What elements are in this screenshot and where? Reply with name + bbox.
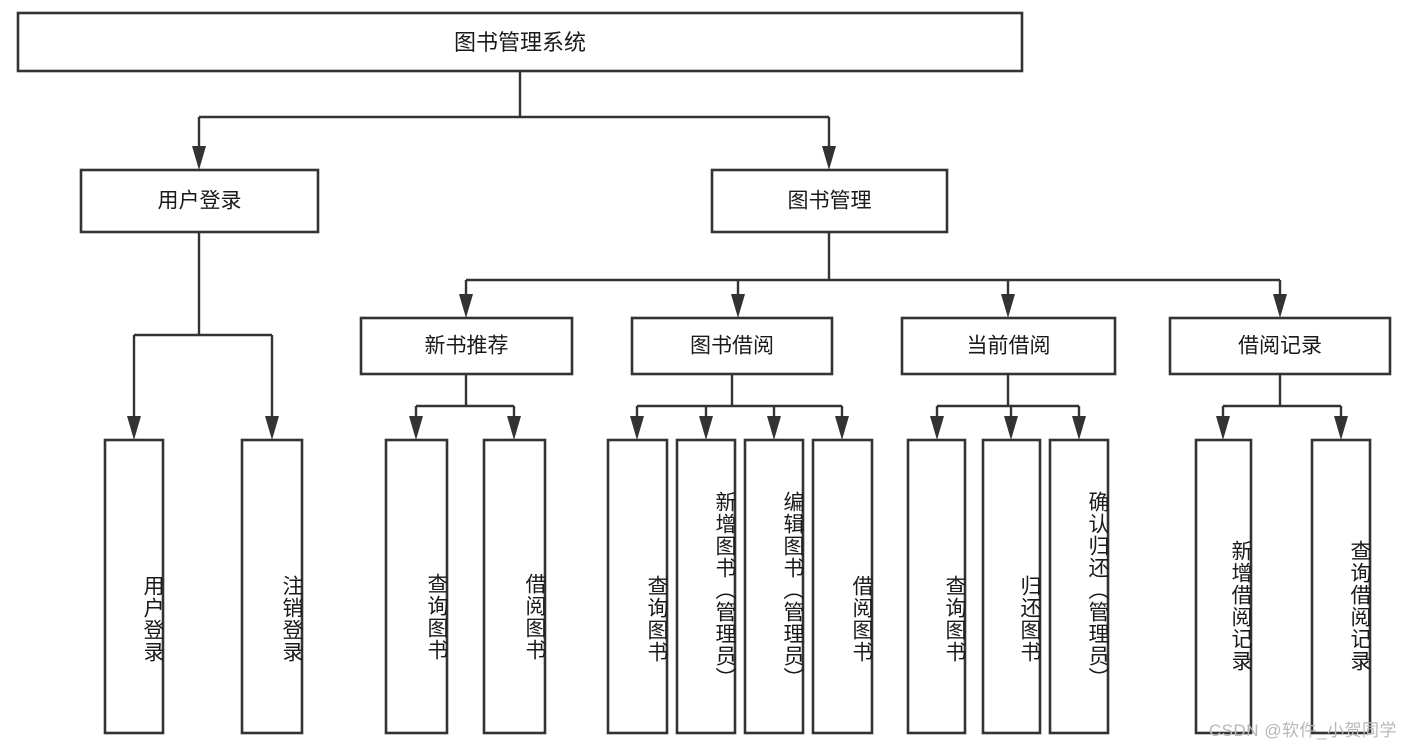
new-book-recommend-label: 新书推荐 — [425, 335, 509, 358]
book-management-box[interactable] — [710, 168, 949, 234]
connector-book-borrow-to-leaves — [630, 374, 849, 440]
leaf-box-confirm-return-admin[interactable] — [1048, 438, 1110, 735]
arrow-head-new-book-recommend — [459, 294, 473, 318]
arrow-head-confirm-return-admin — [1072, 416, 1086, 440]
leaf-box-return-book[interactable] — [981, 438, 1042, 735]
leaf-box-add-book-admin[interactable] — [675, 438, 737, 735]
connector-new-book-recommend-to-leaves — [409, 374, 521, 440]
new-book-recommend-box[interactable] — [359, 316, 574, 376]
leaf-box-edit-book-admin[interactable] — [743, 438, 805, 735]
arrow-head-add-borrow-record — [1216, 416, 1230, 440]
arrow-head-query-borrow-record — [1334, 416, 1348, 440]
arrow-head-book-borrow — [731, 294, 745, 318]
arrow-head-return-book — [1004, 416, 1018, 440]
arrow-head-current-borrow — [1001, 294, 1015, 318]
connector-root-to-level2 — [192, 71, 836, 170]
connector-borrow-records-to-leaves — [1216, 374, 1348, 440]
node-borrow-records[interactable]: 借阅记录 — [1168, 316, 1392, 376]
arrow-head-query-book-3 — [930, 416, 944, 440]
leaf-boxes-group — [103, 438, 1372, 735]
node-current-borrow[interactable]: 当前借阅 — [900, 316, 1117, 376]
arrow-head-query-book-1 — [409, 416, 423, 440]
arrow-head-add-book-admin — [699, 416, 713, 440]
leaf-box-borrow-book-2[interactable] — [811, 438, 874, 735]
arrow-head-user-login — [192, 146, 206, 170]
arrow-head-borrow-book-1 — [507, 416, 521, 440]
node-book-management[interactable]: 图书管理 — [710, 168, 949, 234]
arrow-head-query-book-2 — [630, 416, 644, 440]
arrow-head-user-login-leaf — [127, 416, 141, 440]
book-borrow-box[interactable] — [630, 316, 834, 376]
current-borrow-label: 当前借阅 — [967, 335, 1051, 358]
current-borrow-box[interactable] — [900, 316, 1117, 376]
leaf-box-user-logout-leaf[interactable] — [240, 438, 304, 735]
leaf-box-query-book-1[interactable] — [384, 438, 449, 735]
connector-user-login-to-leaves — [127, 232, 279, 440]
connector-book-management-to-level3 — [459, 232, 1287, 318]
arrow-head-borrow-records — [1273, 294, 1287, 318]
borrow-records-box[interactable] — [1168, 316, 1392, 376]
arrow-head-borrow-book-2 — [835, 416, 849, 440]
user-login-label: 用户登录 — [158, 190, 242, 213]
watermark-text: CSDN @软件_小贺同学 — [1208, 721, 1397, 740]
node-root[interactable]: 图书管理系统 — [16, 11, 1024, 73]
leaf-box-query-borrow-record[interactable] — [1310, 438, 1372, 735]
leaf-box-borrow-book-1[interactable] — [482, 438, 547, 735]
arrow-head-book-management — [822, 146, 836, 170]
arrow-head-user-logout-leaf — [265, 416, 279, 440]
connector-current-borrow-to-leaves — [930, 374, 1086, 440]
root-label: 图书管理系统 — [454, 30, 586, 55]
book-borrow-label: 图书借阅 — [690, 335, 774, 358]
book-management-label: 图书管理 — [788, 190, 872, 213]
node-new-book-recommend[interactable]: 新书推荐 — [359, 316, 574, 376]
borrow-records-label: 借阅记录 — [1238, 335, 1322, 358]
leaf-box-add-borrow-record[interactable] — [1194, 438, 1253, 735]
node-book-borrow[interactable]: 图书借阅 — [630, 316, 834, 376]
leaf-box-query-book-2[interactable] — [606, 438, 669, 735]
root-box[interactable] — [16, 11, 1024, 73]
leaf-box-query-book-3[interactable] — [906, 438, 967, 735]
node-user-login[interactable]: 用户登录 — [79, 168, 320, 234]
arrow-head-edit-book-admin — [767, 416, 781, 440]
leaf-box-user-login-leaf[interactable] — [103, 438, 165, 735]
